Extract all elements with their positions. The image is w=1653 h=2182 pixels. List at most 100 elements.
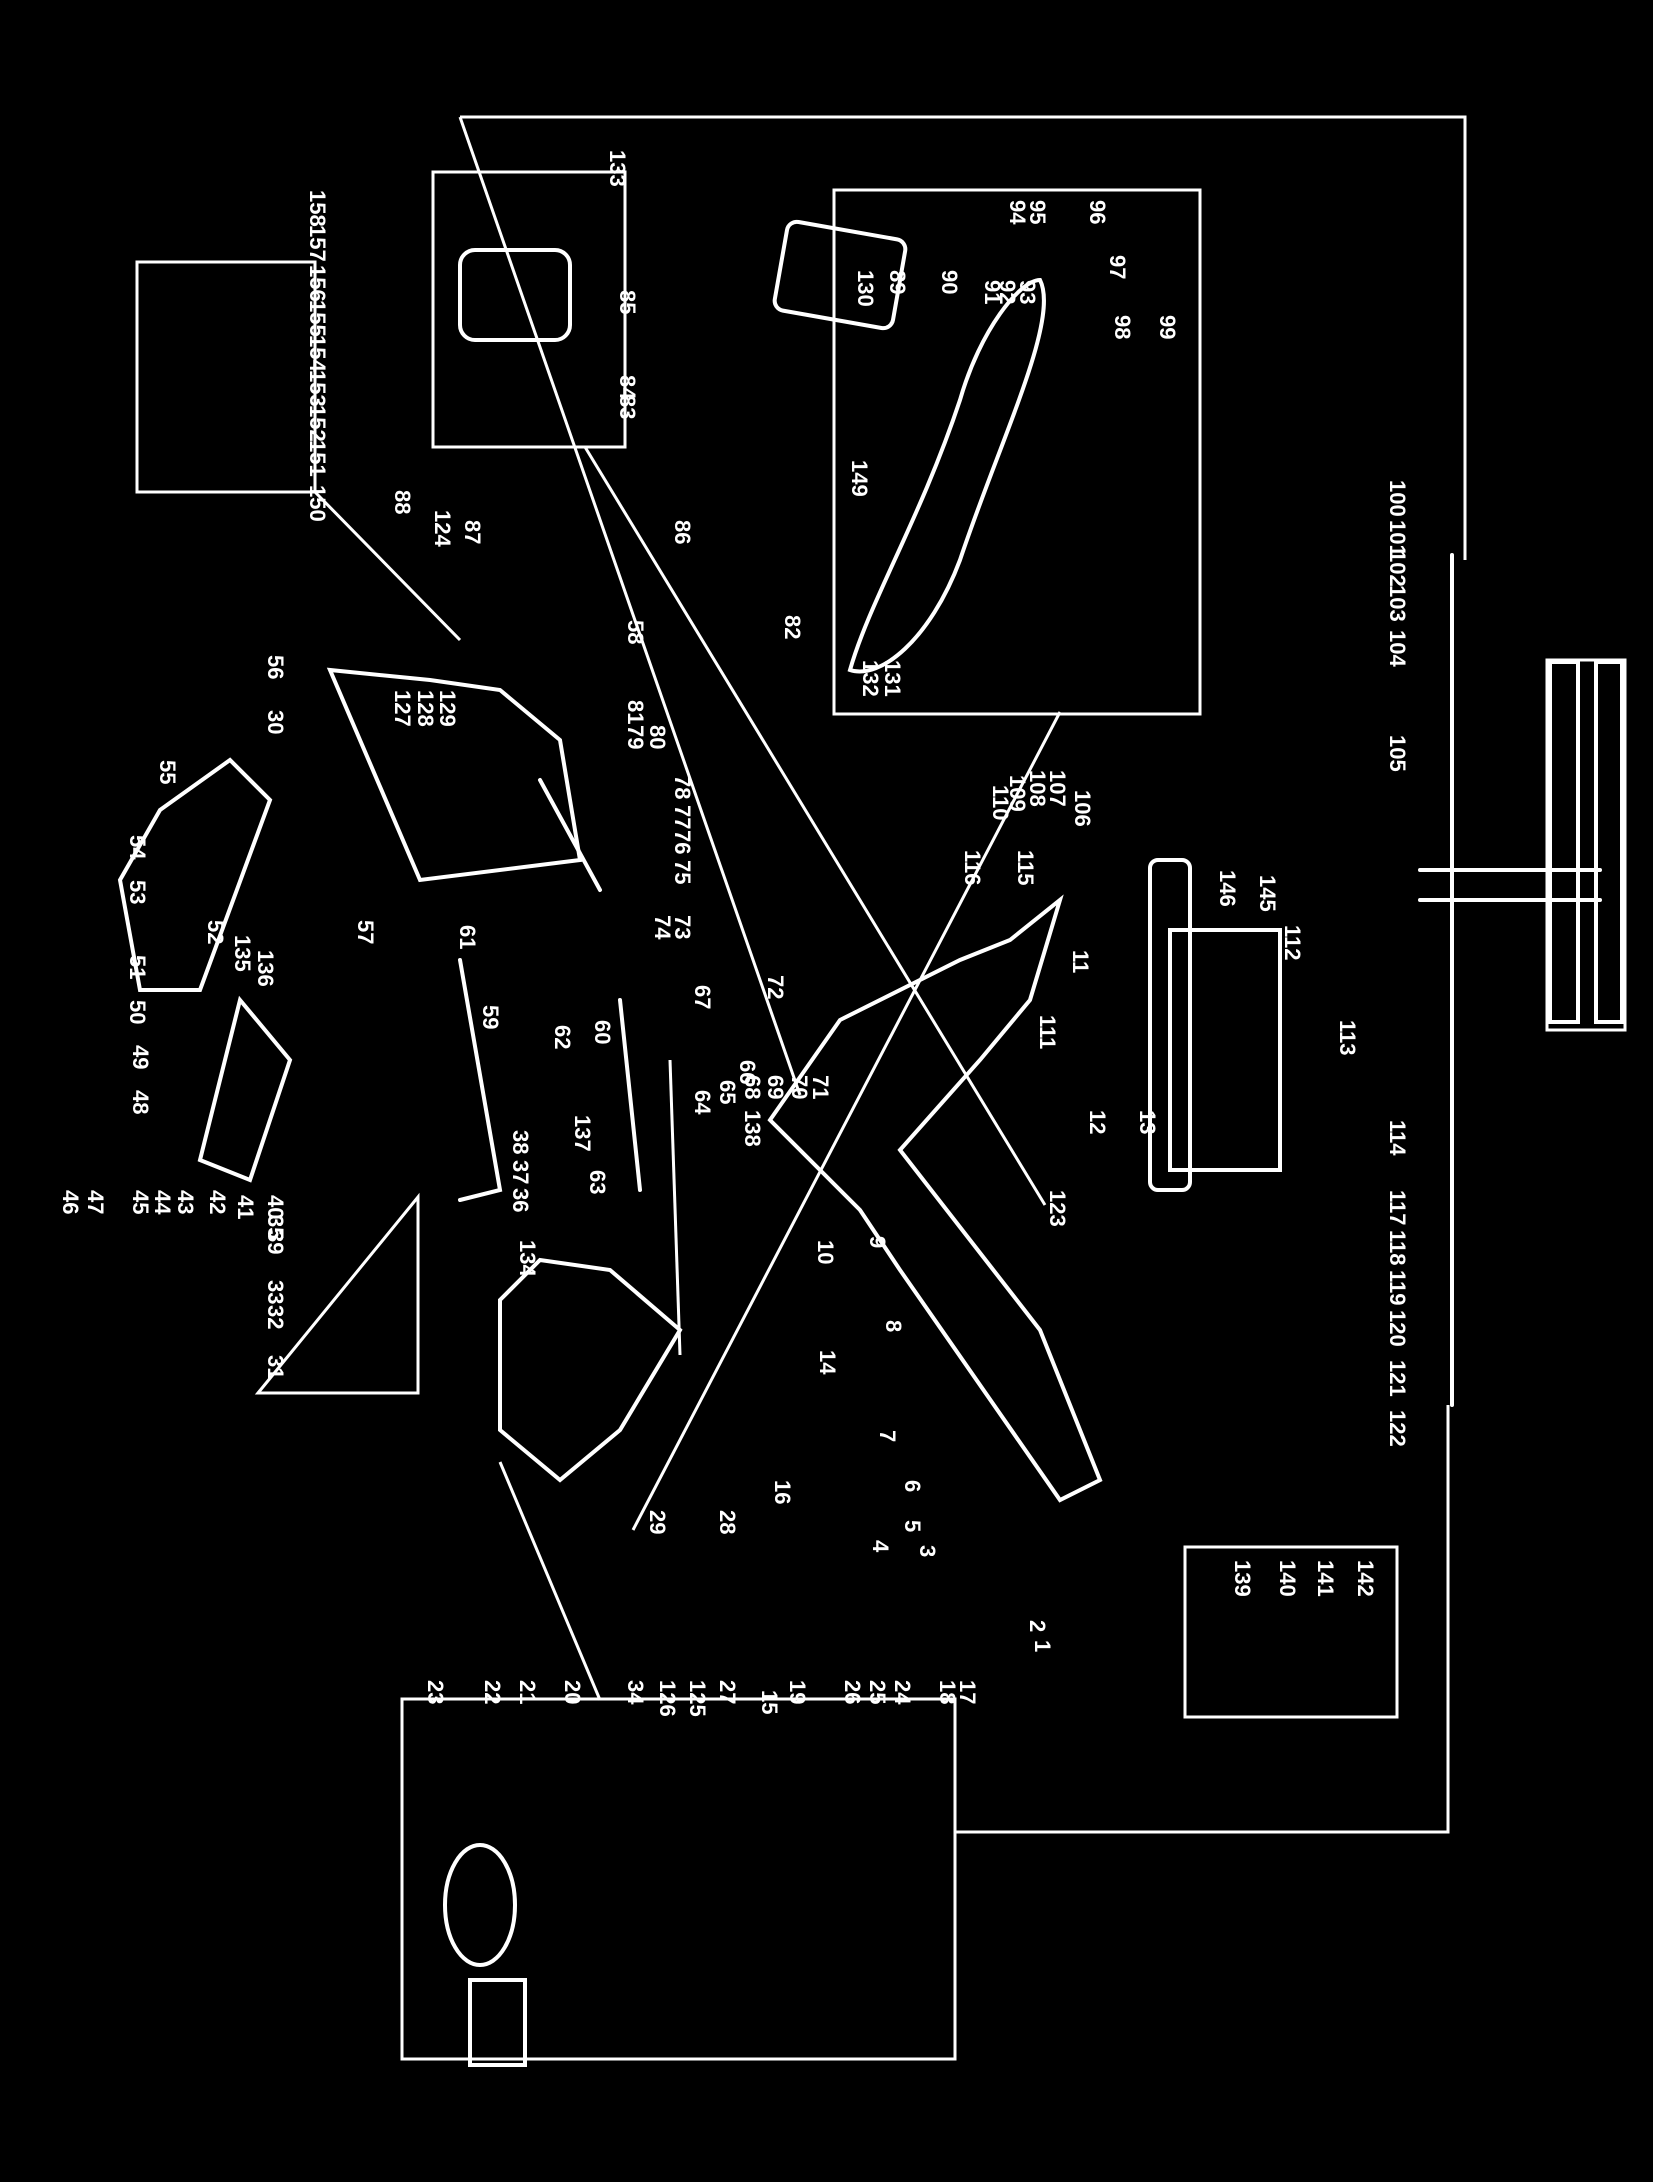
- callout-58: 58: [623, 620, 648, 644]
- callout-157: 157: [305, 225, 330, 262]
- callout-146: 146: [1215, 870, 1240, 907]
- callout-37: 37: [508, 1160, 533, 1184]
- callout-31: 31: [263, 1355, 288, 1379]
- callout-116: 116: [960, 850, 985, 886]
- callout-20: 20: [560, 1680, 585, 1704]
- callout-150: 150: [305, 485, 330, 522]
- callout-2: 2: [1025, 1620, 1050, 1632]
- callout-45: 45: [128, 1190, 153, 1214]
- callout-69: 69: [763, 1075, 788, 1099]
- callout-26: 26: [840, 1680, 865, 1704]
- callout-134: 134: [515, 1240, 540, 1277]
- callout-27: 27: [715, 1680, 740, 1704]
- callout-51: 51: [125, 955, 150, 979]
- callout-32: 32: [263, 1305, 288, 1329]
- callout-125: 125: [685, 1680, 710, 1717]
- detail-boxes: [135, 170, 1627, 2061]
- callout-130: 130: [853, 270, 878, 307]
- callout-158: 158: [305, 190, 330, 227]
- callout-59: 59: [478, 1005, 503, 1029]
- callout-136: 136: [253, 950, 278, 987]
- callout-30: 30: [263, 710, 288, 734]
- callout-10: 10: [813, 1240, 838, 1264]
- callout-123: 123: [1045, 1190, 1070, 1227]
- callout-52: 52: [203, 920, 228, 944]
- callout-128: 128: [413, 690, 438, 727]
- callout-106: 106: [1070, 790, 1095, 827]
- detail-box-foot-rail: [1545, 658, 1627, 1032]
- callout-121: 121: [1385, 1360, 1410, 1397]
- callout-95: 95: [1025, 200, 1050, 224]
- connector-lines: [313, 115, 1467, 1834]
- callout-60: 60: [590, 1020, 615, 1044]
- callout-68: 68: [740, 1075, 765, 1099]
- callout-91: 91: [980, 280, 1005, 304]
- callout-5: 5: [900, 1520, 925, 1532]
- callout-145: 145: [1255, 875, 1280, 912]
- callout-50: 50: [125, 1000, 150, 1024]
- callout-43: 43: [173, 1190, 198, 1214]
- callout-85: 85: [615, 290, 640, 314]
- detail-box-motor: [431, 170, 627, 449]
- callout-29: 29: [645, 1510, 670, 1534]
- callout-117: 117: [1385, 1190, 1410, 1226]
- callout-11: 11: [1068, 950, 1093, 973]
- callout-41: 41: [233, 1195, 258, 1219]
- callout-142: 142: [1353, 1560, 1378, 1597]
- callout-74: 74: [650, 915, 675, 940]
- callout-153: 153: [305, 370, 330, 407]
- callout-75: 75: [670, 860, 695, 884]
- callout-94: 94: [1005, 200, 1030, 225]
- callout-1: 1: [1030, 1640, 1055, 1652]
- callout-71: 71: [808, 1075, 833, 1099]
- callout-109: 109: [1005, 775, 1030, 812]
- callout-28: 28: [715, 1510, 740, 1534]
- callout-64: 64: [690, 1090, 715, 1115]
- backrest-pad: [197, 995, 293, 1183]
- foot-rail-upper: [1548, 660, 1580, 1024]
- callout-92: 92: [995, 280, 1020, 304]
- callout-34: 34: [623, 1680, 648, 1705]
- callout-88: 88: [390, 490, 415, 514]
- callout-56: 56: [263, 655, 288, 679]
- callout-99: 99: [1155, 315, 1180, 339]
- callout-89: 89: [885, 270, 910, 294]
- pedal-pad: [772, 219, 908, 331]
- callout-18: 18: [935, 1680, 960, 1704]
- callout-100: 100: [1385, 480, 1410, 517]
- lower-frame: [498, 1257, 683, 1483]
- callout-53: 53: [125, 880, 150, 904]
- callout-15: 15: [757, 1690, 782, 1714]
- callout-129: 129: [435, 690, 460, 727]
- callout-132: 132: [858, 660, 883, 697]
- callout-113: 113: [1335, 1020, 1360, 1056]
- callout-119: 119: [1385, 1270, 1410, 1306]
- callout-73: 73: [670, 915, 695, 939]
- callout-72: 72: [763, 975, 788, 999]
- callout-112: 112: [1280, 925, 1305, 961]
- callout-6: 6: [900, 1480, 925, 1492]
- callout-110: 110: [988, 785, 1013, 821]
- side-panel: [1168, 928, 1282, 1172]
- callout-105: 105: [1385, 735, 1410, 772]
- foot-rail-lower: [1594, 660, 1624, 1024]
- callout-23: 23: [423, 1680, 448, 1704]
- callout-65: 65: [715, 1080, 740, 1104]
- callout-77: 77: [670, 805, 695, 829]
- callout-13: 13: [1135, 1110, 1160, 1134]
- callout-16: 16: [770, 1480, 795, 1504]
- handle-pad: [1148, 858, 1192, 1192]
- callout-135: 135: [230, 935, 255, 972]
- callout-137: 137: [570, 1115, 595, 1152]
- callout-131: 131: [880, 660, 905, 697]
- callout-141: 141: [1313, 1560, 1338, 1597]
- callout-19: 19: [785, 1680, 810, 1704]
- callout-70: 70: [787, 1075, 812, 1099]
- callout-140: 140: [1275, 1560, 1300, 1597]
- callout-114: 114: [1385, 1120, 1410, 1156]
- part-shapes: [117, 219, 1624, 2067]
- callout-139: 139: [1230, 1560, 1255, 1597]
- callout-47: 47: [83, 1190, 108, 1214]
- callout-24: 24: [890, 1680, 915, 1705]
